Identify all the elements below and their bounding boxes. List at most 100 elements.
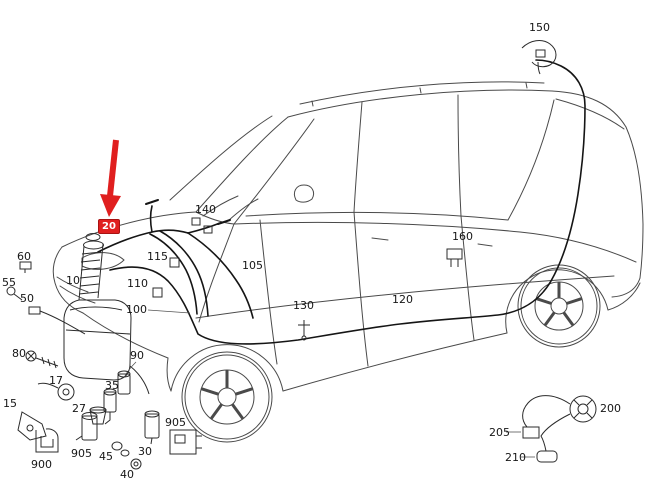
clip-130: [298, 320, 310, 336]
neck-ribs: [78, 251, 102, 295]
tank-outlet: [129, 365, 150, 395]
hose-rear-underbody: [109, 59, 586, 345]
sensor-wire-2: [540, 413, 571, 452]
sill-line: [282, 332, 508, 392]
sensor-200: [569, 395, 597, 423]
part-label-80[interactable]: 80: [12, 347, 26, 360]
cowl-line: [195, 211, 235, 225]
part-label-40[interactable]: 40: [120, 468, 134, 481]
hose-cowl-bundle-1: [149, 233, 198, 315]
windshield-inner-line: [169, 115, 273, 201]
sensor-wire-1: [522, 395, 571, 428]
door-line-b: [353, 211, 369, 367]
part-label-905-left[interactable]: 905: [71, 447, 92, 460]
box-905-right: [169, 429, 197, 455]
grommet-45: [111, 441, 123, 451]
front-nozzle-parts: [6, 261, 86, 335]
grommet-40: [130, 458, 142, 470]
rear-bumper-join: [607, 282, 641, 311]
part-label-130[interactable]: 130: [293, 299, 314, 312]
grille-line-1: [59, 285, 96, 304]
part-label-160[interactable]: 160: [452, 230, 473, 243]
part-label-10[interactable]: 10: [66, 274, 80, 287]
front-arch-join: [166, 357, 172, 392]
connector-140a: [191, 217, 201, 226]
screw-80-head: [25, 350, 37, 362]
b-pillar: [353, 101, 363, 213]
part-label-905-right[interactable]: 905: [165, 416, 186, 429]
sleeve-210: [536, 450, 558, 463]
roofline: [287, 89, 627, 128]
part-label-90[interactable]: 90: [130, 349, 144, 362]
tank-detail-lines: [65, 306, 131, 335]
pump-35-barb: [104, 412, 111, 425]
part-label-205[interactable]: 205: [489, 426, 510, 439]
wiper-2: [227, 198, 259, 222]
reservoir-tank: [63, 299, 132, 381]
part-label-27[interactable]: 27: [72, 402, 86, 415]
part-label-100[interactable]: 100: [126, 303, 147, 316]
screw-80-cross: [27, 352, 35, 360]
part-label-110[interactable]: 110: [127, 277, 148, 290]
part-label-55[interactable]: 55: [2, 276, 16, 289]
part-label-150[interactable]: 150: [529, 21, 550, 34]
front-wheel-arch: [170, 344, 284, 392]
part-label-35[interactable]: 35: [105, 379, 119, 392]
leader-100: [147, 309, 191, 314]
bumper-lower: [82, 312, 169, 359]
cowl-nozzle-1: [145, 199, 159, 205]
part-label-15[interactable]: 15: [3, 397, 17, 410]
part-label-120[interactable]: 120: [392, 293, 413, 306]
screw-55: [6, 286, 16, 296]
door-handle-rear: [477, 243, 493, 247]
pump-30: [144, 413, 160, 439]
front-face: [52, 246, 84, 314]
part-label-50[interactable]: 50: [20, 292, 34, 305]
beltline: [233, 221, 637, 263]
roof-rail: [299, 81, 545, 105]
pump-905-left: [81, 415, 98, 441]
connector-205: [522, 426, 540, 439]
bracket-15: [17, 411, 47, 441]
part-label-45[interactable]: 45: [99, 450, 113, 463]
fender-line: [198, 223, 235, 323]
part-label-30[interactable]: 30: [138, 445, 152, 458]
a-pillar: [195, 116, 289, 213]
nozzle-60: [19, 261, 32, 270]
front-door-edge: [259, 219, 278, 365]
cowl-nozzle-2: [217, 219, 231, 225]
nozzle-50-hose: [39, 310, 86, 335]
roof-rail-feet: [311, 82, 528, 107]
connector-140b: [203, 225, 213, 234]
front-wheel: [181, 351, 273, 443]
part-label-60[interactable]: 60: [17, 250, 31, 263]
door-line-c: [460, 215, 475, 341]
rear-edge: [625, 126, 644, 279]
level-sender-17: [57, 383, 75, 401]
rear-nozzle-part-150: [521, 40, 557, 75]
part-label-200[interactable]: 200: [600, 402, 621, 415]
part-label-210[interactable]: 210: [505, 451, 526, 464]
pump-90: [117, 373, 131, 395]
part-label-900[interactable]: 900: [31, 458, 52, 471]
reservoir-assembly: [17, 233, 150, 441]
car-outline: [52, 81, 644, 392]
part-label-140[interactable]: 140: [195, 203, 216, 216]
part-label-17[interactable]: 17: [49, 374, 63, 387]
part-label-115[interactable]: 115: [147, 250, 168, 263]
hood-top-line: [61, 211, 197, 248]
rear-wheel: [517, 264, 601, 348]
sensor-parts: [506, 395, 597, 463]
holder-900: [35, 428, 59, 453]
rear-window-line: [555, 98, 625, 130]
neck-top: [83, 240, 104, 250]
highlight-badge-20[interactable]: 20: [98, 219, 120, 234]
windshield-far-pillar: [233, 118, 315, 225]
clip-160: [446, 248, 463, 260]
rear-lower-edge: [611, 277, 641, 298]
side-mirror: [293, 184, 315, 203]
part-label-105[interactable]: 105: [242, 259, 263, 272]
clip-110: [152, 287, 163, 298]
